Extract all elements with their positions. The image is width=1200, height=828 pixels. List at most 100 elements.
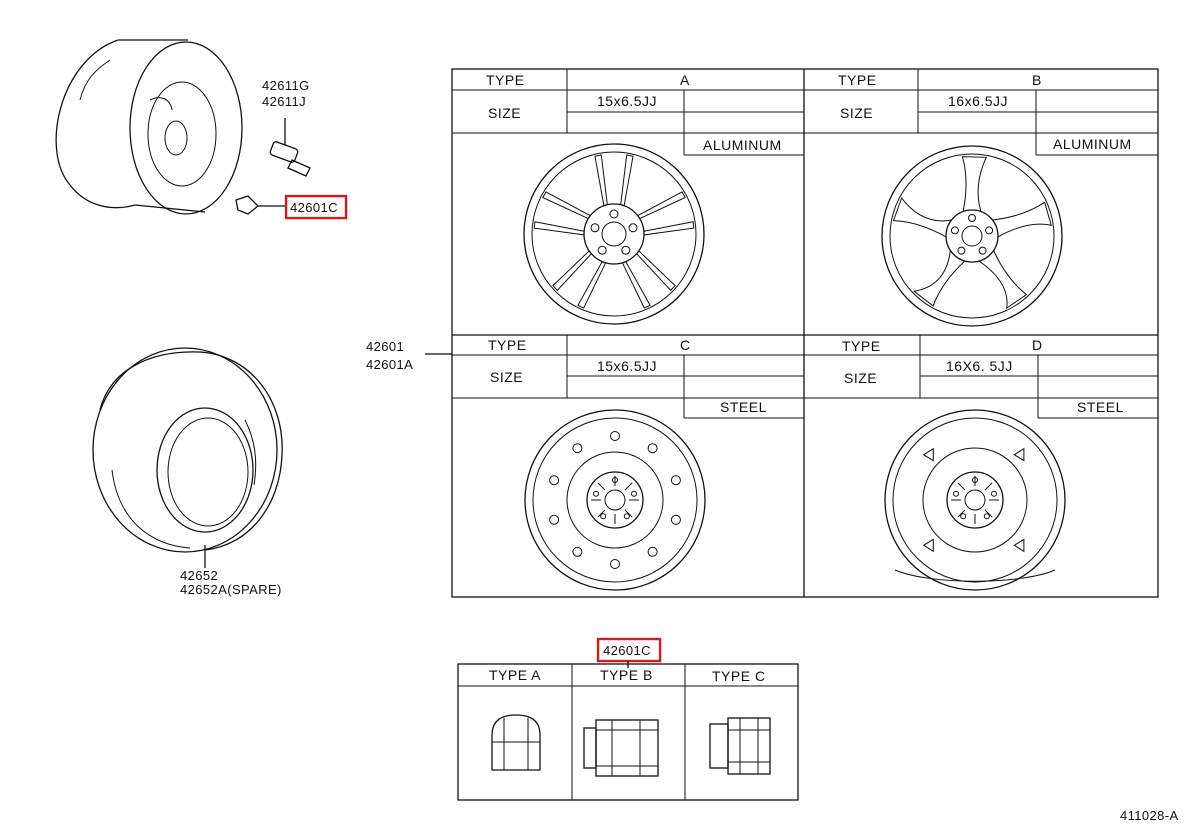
spoke xyxy=(552,250,593,292)
wheel-type-table xyxy=(451,68,1159,598)
vent-hole xyxy=(549,514,560,525)
bolt-hole xyxy=(953,490,959,497)
vent-hole xyxy=(549,475,560,486)
callout-nut-highlight: 42601C xyxy=(290,200,338,215)
table-d-material: STEEL xyxy=(1077,399,1124,415)
bolt-hole xyxy=(950,226,959,235)
bolt-hole xyxy=(960,513,967,520)
table-b-type-value: B xyxy=(1032,72,1042,88)
spoke xyxy=(978,250,1028,310)
table-a-type-value: A xyxy=(680,72,690,88)
hub-slot xyxy=(984,509,993,518)
hub-slot xyxy=(984,482,993,491)
vent-hole xyxy=(610,559,620,569)
bolt-hole xyxy=(985,226,994,235)
bolt-hole xyxy=(623,513,630,520)
table-c-type-label: TYPE xyxy=(488,337,527,353)
hub-slot xyxy=(597,482,606,491)
nut-header-type-a: TYPE A xyxy=(489,667,541,683)
table-d-size-value: 16X6. 5JJ xyxy=(946,358,1013,374)
bolt-hole xyxy=(983,513,990,520)
bolt-hole xyxy=(593,490,599,497)
table-b-size-value: 16x6.5JJ xyxy=(948,93,1008,109)
wheel-d-steel-icon xyxy=(884,409,1066,591)
callout-nut-highlight-box xyxy=(284,194,348,220)
nut-type-a-icon xyxy=(491,714,541,771)
spoke xyxy=(892,197,952,238)
vent-hole xyxy=(670,514,681,525)
spoke xyxy=(621,260,651,309)
bolt-hole xyxy=(590,223,600,233)
bolt-hole xyxy=(631,490,637,497)
vent-triangle xyxy=(922,447,934,462)
nut-type-b-icon xyxy=(583,719,659,777)
table-c-size-value: 15x6.5JJ xyxy=(597,358,657,374)
table-a-material: ALUMINUM xyxy=(703,137,782,153)
spoke xyxy=(636,191,686,220)
table-c-type-value: C xyxy=(680,337,691,353)
spoke xyxy=(643,221,695,236)
spoke xyxy=(992,201,1053,238)
vent-triangle xyxy=(1013,538,1025,553)
nut-type-table xyxy=(457,663,799,801)
nut-header-type-b: TYPE B xyxy=(600,667,653,683)
callout-wheel-1: 42601 xyxy=(366,339,404,354)
bolt-hole xyxy=(621,245,631,255)
spoke xyxy=(961,156,988,212)
vent-triangle xyxy=(1013,447,1025,462)
table-d-size-label: SIZE xyxy=(844,370,877,386)
table-a-size-label: SIZE xyxy=(488,105,521,121)
wheel-rim-illustration xyxy=(55,39,243,215)
wheel-a-alloy-icon xyxy=(523,143,705,325)
diagram-code: 411028-A xyxy=(1120,808,1179,823)
spoke xyxy=(542,191,592,220)
vent-hole xyxy=(670,475,681,486)
callout-tire-2: 42652A(SPARE) xyxy=(180,582,282,597)
valve-stem-icon xyxy=(269,118,311,177)
bolt-hole xyxy=(597,245,607,255)
vent-hole xyxy=(572,546,583,557)
callout-nut-table-highlight: 42601C xyxy=(603,643,651,658)
spoke xyxy=(912,250,966,307)
tire-illustration xyxy=(92,347,283,568)
wheel-b-alloy-icon xyxy=(881,145,1063,327)
bolt-hole xyxy=(609,209,619,219)
table-c-material: STEEL xyxy=(720,399,767,415)
vent-hole xyxy=(647,546,658,557)
hub-slot xyxy=(597,509,606,518)
hub-slot xyxy=(624,482,633,491)
table-a-size-value: 15x6.5JJ xyxy=(597,93,657,109)
spoke xyxy=(635,250,676,292)
table-b-type-label: TYPE xyxy=(838,72,877,88)
callout-valve-2: 42611J xyxy=(262,94,306,109)
spoke xyxy=(594,154,608,207)
lug-nut-small-icon xyxy=(235,195,285,215)
table-b-size-label: SIZE xyxy=(840,105,873,121)
vent-triangle xyxy=(922,538,934,553)
bolt-hole xyxy=(968,214,976,222)
callout-wheel-2: 42601A xyxy=(366,357,413,372)
vent-hole xyxy=(572,443,583,454)
bolt-hole xyxy=(628,223,638,233)
bolt-hole xyxy=(600,513,607,520)
table-c-size-label: SIZE xyxy=(490,369,523,385)
table-d-type-label: TYPE xyxy=(842,338,881,354)
hub-slot xyxy=(624,509,633,518)
bolt-hole xyxy=(991,490,997,497)
vent-hole xyxy=(610,431,620,441)
nut-header-type-c: TYPE C xyxy=(712,668,766,684)
table-d-type-value: D xyxy=(1032,337,1043,353)
bolt-hole xyxy=(978,246,987,255)
callout-tire-1: 42652 xyxy=(180,568,218,583)
spoke xyxy=(620,154,634,207)
wheel-c-steel-icon xyxy=(524,409,706,591)
spoke xyxy=(533,221,585,236)
table-a-type-label: TYPE xyxy=(486,72,525,88)
callout-valve-1: 42611G xyxy=(262,78,310,93)
hub-slot xyxy=(957,482,966,491)
bolt-hole xyxy=(957,246,966,255)
vent-hole xyxy=(647,443,658,454)
table-b-material: ALUMINUM xyxy=(1053,136,1132,152)
nut-type-c-icon xyxy=(709,717,771,775)
